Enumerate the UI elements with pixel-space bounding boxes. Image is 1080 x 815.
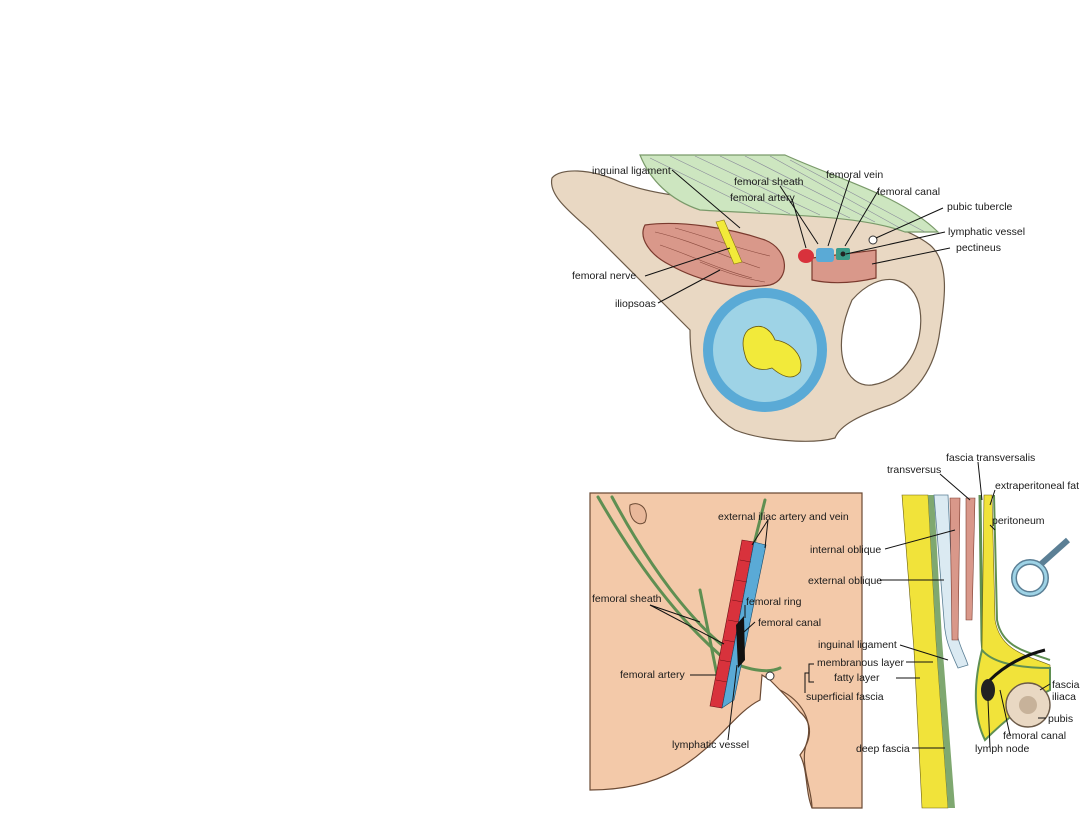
femoral-nerve (715, 219, 743, 265)
label-femoral-canal-bottom: femoral canal (758, 617, 821, 629)
label-fatty-layer: fatty layer (834, 672, 880, 684)
label-femoral-canal-top: femoral canal (877, 186, 940, 198)
umbilicus-mark (629, 503, 647, 525)
label-femoral-artery-bottom: femoral artery (620, 669, 686, 681)
label-extraperitoneal-fat: extraperitoneal fat (995, 480, 1079, 492)
obturator-foramen (840, 278, 922, 386)
label-pubis: pubis (1048, 713, 1073, 725)
abdominal-aponeurosis (639, 154, 940, 233)
femoral-artery-section (798, 249, 814, 263)
superficial-fascia-bracket (804, 663, 814, 693)
label-external-iliac: external iliac artery and vein (718, 511, 849, 523)
label-transversus: transversus (887, 464, 941, 476)
label-femoral-sheath-top: femoral sheath (734, 176, 804, 188)
bottom-left-leader-lines (649, 519, 769, 741)
internal-oblique (949, 497, 961, 641)
label-lymphatic-vessel-top: lymphatic vessel (948, 226, 1025, 238)
top-leader-lines (644, 169, 951, 304)
peritoneum-line (993, 494, 1051, 661)
pubic-tubercle-mark (868, 235, 878, 245)
bottom-right-leader-lines (880, 461, 1051, 749)
aponeurosis-striations (649, 155, 926, 233)
bottom-right-figure: fascia transversalis transversus extrape… (804, 452, 1080, 809)
label-superficial-fascia: superficial fascia (806, 691, 884, 703)
label-femoral-ring: femoral ring (746, 596, 802, 608)
label-lymphatic-vessel-bottom: lymphatic vessel (672, 739, 749, 751)
label-fascia-iliaca-line1: fascia (1052, 679, 1080, 691)
pubis-core (1019, 696, 1037, 714)
iliopsoas-muscle (642, 222, 785, 288)
label-femoral-canal-section: femoral canal (1003, 730, 1066, 742)
label-membranous-layer: membranous layer (817, 657, 904, 669)
membranous-layer (928, 495, 955, 808)
label-inguinal-ligament-bottom: inguinal ligament (818, 639, 897, 651)
femoral-vein-section (816, 248, 834, 262)
femoral-ring-mark (765, 671, 775, 681)
iliopsoas-fibers (654, 227, 771, 283)
label-femoral-vein-top: femoral vein (826, 169, 883, 181)
acetabular-fossa (742, 326, 802, 378)
label-iliopsoas: iliopsoas (615, 298, 656, 310)
bottom-left-figure: external iliac artery and vein femoral r… (589, 492, 863, 809)
artery-ticks (715, 559, 752, 683)
label-external-oblique: external oblique (808, 575, 882, 587)
label-pubic-tubercle: pubic tubercle (947, 201, 1013, 213)
label-fascia-transversalis: fascia transversalis (946, 452, 1035, 464)
label-peritoneum: peritoneum (992, 515, 1045, 527)
top-figure: inguinal ligament femoral sheath femoral… (550, 154, 1025, 442)
label-deep-fascia: deep fascia (856, 743, 910, 755)
peritoneal-loop (1011, 537, 1070, 597)
lymphatic-channel (988, 648, 1046, 682)
label-femoral-artery-top: femoral artery (730, 192, 796, 204)
lymphatic-vessel-thigh (736, 616, 745, 668)
label-fascia-iliaca-line2: iliaca (1052, 691, 1076, 703)
scrotum-outline (779, 689, 813, 809)
transversus (965, 497, 976, 621)
label-inguinal-ligament-top: inguinal ligament (592, 165, 671, 177)
label-pectineus: pectineus (956, 242, 1001, 254)
label-internal-oblique: internal oblique (810, 544, 881, 556)
label-femoral-sheath-bottom: femoral sheath (592, 593, 662, 605)
label-lymph-node: lymph node (975, 743, 1029, 755)
label-femoral-nerve: femoral nerve (572, 270, 636, 282)
lymphatic-vessel-section (840, 251, 846, 257)
lymph-node (981, 679, 995, 701)
